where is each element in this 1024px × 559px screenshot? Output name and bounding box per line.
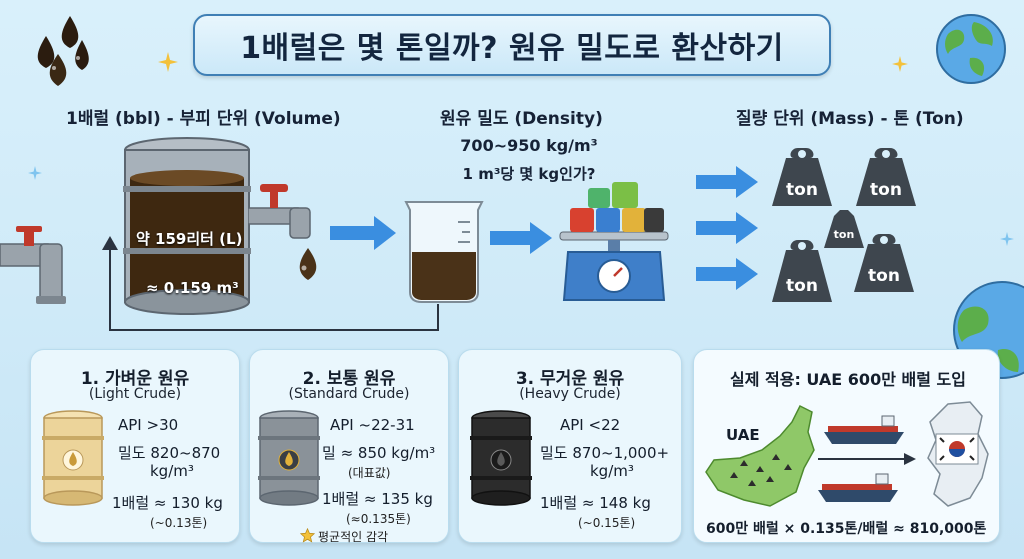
card-subtitle: (Standard Crude): [288, 386, 410, 402]
loop-arrow: [102, 236, 439, 331]
arrow-right-icon: [330, 216, 396, 250]
application-formula: 600만 배럴 × 0.135톤/배럴 ≈ 810,000톤: [706, 521, 987, 537]
card-density: 밀도 870~1,000+: [540, 444, 670, 462]
barrel-cubic: ≈ 0.159 m³: [146, 279, 239, 297]
application-title: 실제 적용: UAE 600만 배럴 도입: [730, 370, 966, 389]
card-density: 밀도 820~870: [118, 444, 221, 462]
card-weight: 1배럴 ≈ 135 kg: [322, 490, 433, 508]
sparkle-icon: [28, 166, 42, 180]
uae-map-icon: [705, 404, 815, 507]
card-density: 밀 ≈ 850 kg/m³: [322, 444, 436, 462]
volume-label: 1배럴 (bbl) - 부피 단위 (Volume): [66, 109, 341, 129]
card-title: 3. 무거운 원유: [515, 369, 625, 389]
ton-weight-icon: [854, 234, 914, 292]
density-label: 원유 밀도 (Density): [440, 109, 603, 129]
ton-weight-icon: [856, 148, 916, 206]
density-question: 1 m³당 몇 kg인가?: [462, 165, 596, 183]
heavy-barrel-icon: [470, 410, 532, 506]
card-api: API ~22-31: [330, 416, 415, 434]
card-title: 1. 가벼운 원유: [80, 369, 190, 389]
barrel-faucet-icon: [248, 184, 317, 280]
density-range: 700~950 kg/m³: [460, 136, 598, 155]
arrow-right-icon: [696, 212, 758, 244]
barrel-liters: 약 159리터 (L): [136, 230, 243, 248]
card-subtitle: (Heavy Crude): [519, 386, 621, 402]
card-tons: (~0.13톤): [150, 516, 208, 530]
card-density-note: (대표값): [348, 466, 391, 480]
arrow-right-icon: [696, 166, 758, 198]
globe-icon: [936, 14, 1006, 84]
card-density-unit: kg/m³: [150, 462, 194, 480]
arrow-right-icon: [696, 258, 758, 290]
card-api: API <22: [560, 416, 621, 434]
title-banner: 1배럴은 몇 톤일까? 원유 밀도로 환산하기: [193, 14, 831, 76]
sparkle-icon: [892, 56, 908, 72]
ton-label-small: ton: [834, 228, 855, 241]
card-weight: 1배럴 ≈ 130 kg: [112, 494, 223, 512]
ton-label: ton: [786, 180, 818, 200]
sparkle-icon: [158, 52, 178, 72]
card-title: 2. 보통 원유: [302, 369, 396, 389]
card-note: 평균적인 감각: [318, 530, 389, 544]
card-subtitle: (Light Crude): [88, 386, 182, 402]
ton-label: ton: [786, 276, 818, 296]
tanker-ship-icon: [824, 415, 904, 444]
page-title: 1배럴은 몇 톤일까? 원유 밀도로 환산하기: [240, 31, 784, 66]
ton-label: ton: [868, 266, 900, 286]
barrel-illustration: [123, 137, 251, 315]
ton-weight-small-icon: [824, 210, 864, 248]
star-icon: [300, 528, 315, 543]
ton-weights: ton ton ton ton ton: [772, 148, 916, 302]
pipe-faucet-icon: [0, 226, 66, 304]
card-api: API >30: [118, 416, 179, 434]
ton-weight-icon: [772, 148, 832, 206]
tanker-ship-icon: [818, 473, 898, 502]
card-tons: (~0.15톤): [578, 516, 636, 530]
arrow-right-icon: [818, 453, 916, 465]
ton-weight-icon: [772, 240, 832, 302]
korea-map-icon: [927, 401, 989, 507]
light-barrel-icon: [42, 410, 104, 506]
arrow-right-icon: [490, 222, 552, 254]
card-weight: 1배럴 ≈ 148 kg: [540, 494, 651, 512]
sparkle-icon: [1000, 232, 1014, 246]
mass-label: 질량 단위 (Mass) - 톤 (Ton): [736, 109, 964, 129]
card-tons: (≈0.135톤): [346, 512, 411, 526]
standard-barrel-icon: [258, 410, 320, 506]
scale-icon: [559, 182, 669, 301]
card-density-unit: kg/m³: [590, 462, 634, 480]
oil-drops-icon: [37, 16, 89, 86]
beaker-icon: [404, 201, 484, 303]
ton-label: ton: [870, 180, 902, 200]
uae-label: UAE: [726, 426, 760, 444]
